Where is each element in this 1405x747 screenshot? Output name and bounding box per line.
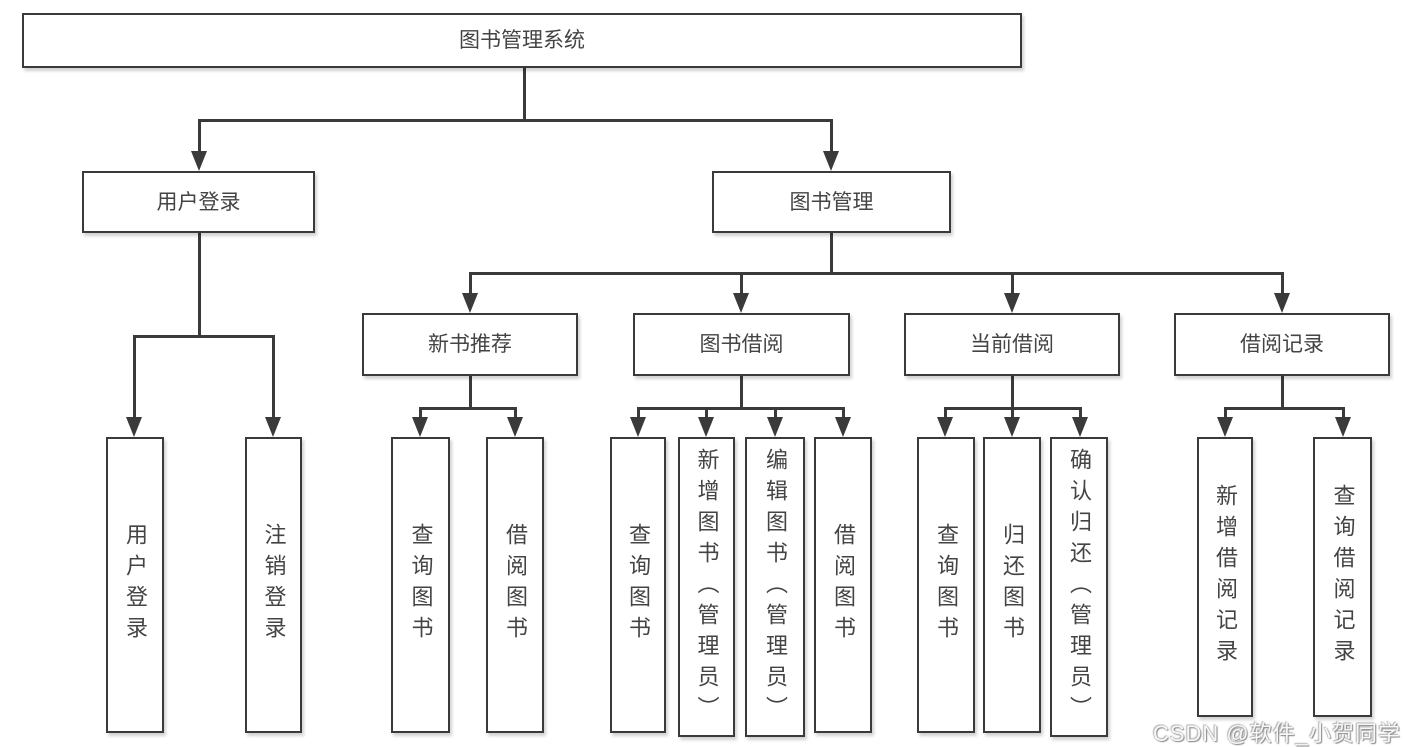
arrowhead-down-icon — [937, 417, 953, 437]
node-label: 确认归还（管理员） — [1067, 447, 1092, 727]
node-leaf-query-book-borrow: 查询图书 — [610, 437, 666, 733]
node-book-borrow: 图书借阅 — [633, 313, 850, 376]
connector-line — [468, 376, 472, 409]
node-label: 借阅图书 — [831, 523, 856, 647]
connector-line — [197, 118, 833, 122]
connector-arrow-stem — [1280, 273, 1284, 299]
node-leaf-add-book: 新增图书（管理员） — [678, 437, 735, 737]
connector-arrow-stem — [468, 273, 472, 299]
connector-arrow-stem — [704, 408, 708, 423]
arrowhead-down-icon — [630, 417, 646, 437]
node-label: 注销登录 — [261, 523, 287, 647]
node-leaf-edit-book: 编辑图书（管理员） — [745, 437, 805, 737]
connector-line — [739, 376, 743, 409]
connector-line — [197, 233, 201, 337]
arrowhead-down-icon — [1072, 417, 1088, 437]
connector-line — [418, 406, 517, 410]
node-label: 新增借阅记录 — [1213, 484, 1238, 670]
connector-arrow-stem — [829, 120, 833, 157]
node-label: 新增图书（管理员） — [694, 447, 720, 727]
node-leaf-query-borrow-record: 查询借阅记录 — [1313, 437, 1372, 717]
connector-line — [132, 334, 275, 338]
node-label: 用户登录 — [156, 190, 241, 214]
node-label: 编辑图书（管理员） — [763, 447, 788, 727]
connector-arrow-stem — [132, 336, 136, 423]
node-leaf-borrow-book-rec: 借阅图书 — [486, 437, 544, 733]
node-label: 图书管理 — [789, 190, 874, 214]
node-label: 查询图书 — [934, 523, 959, 647]
connector-arrow-stem — [513, 408, 517, 423]
connector-arrow-stem — [1223, 408, 1227, 423]
node-leaf-borrow-book: 借阅图书 — [814, 437, 872, 733]
arrowhead-down-icon — [698, 417, 714, 437]
arrowhead-down-icon — [265, 417, 281, 437]
connector-arrow-stem — [418, 408, 422, 423]
connector-arrow-stem — [1341, 408, 1345, 423]
arrowhead-down-icon — [1217, 417, 1233, 437]
arrowhead-down-icon — [1335, 417, 1351, 437]
node-leaf-confirm-return: 确认归还（管理员） — [1050, 437, 1108, 737]
node-label: 图书管理系统 — [459, 29, 585, 52]
node-leaf-query-book-current: 查询图书 — [917, 437, 975, 733]
node-borrow-records: 借阅记录 — [1174, 313, 1390, 376]
connector-line — [1010, 376, 1014, 409]
connector-arrow-stem — [943, 408, 947, 423]
arrowhead-down-icon — [507, 417, 523, 437]
connector-arrow-stem — [636, 408, 640, 423]
node-label: 用户登录 — [123, 523, 148, 647]
node-label: 查询图书 — [408, 523, 434, 647]
node-user-login: 用户登录 — [82, 171, 315, 233]
node-leaf-user-login: 用户登录 — [106, 437, 164, 733]
connector-line — [1280, 376, 1284, 409]
node-label: 图书借阅 — [699, 333, 784, 356]
arrowhead-down-icon — [1004, 417, 1020, 437]
connector-arrow-stem — [1078, 408, 1082, 423]
connector-line — [829, 233, 833, 274]
arrowhead-down-icon — [126, 417, 142, 437]
node-label: 归还图书 — [1000, 523, 1025, 647]
arrowhead-down-icon — [462, 293, 478, 313]
connector-arrow-stem — [739, 273, 743, 299]
node-book-mgmt: 图书管理 — [712, 171, 951, 233]
connector-line — [468, 271, 1284, 275]
connector-line — [636, 406, 845, 410]
node-label: 查询图书 — [626, 523, 651, 647]
arrowhead-down-icon — [733, 293, 749, 313]
connector-line — [1223, 406, 1345, 410]
arrowhead-down-icon — [835, 417, 851, 437]
connector-arrow-stem — [197, 120, 201, 157]
node-label: 借阅记录 — [1240, 333, 1324, 356]
node-leaf-query-book-rec: 查询图书 — [391, 437, 450, 733]
connector-arrow-stem — [841, 408, 845, 423]
connector-arrow-stem — [773, 408, 777, 423]
node-leaf-return-book: 归还图书 — [983, 437, 1041, 733]
arrowhead-down-icon — [1274, 293, 1290, 313]
node-leaf-add-borrow-record: 新增借阅记录 — [1197, 437, 1253, 717]
node-root: 图书管理系统 — [22, 13, 1022, 68]
arrowhead-down-icon — [191, 151, 207, 171]
arrowhead-down-icon — [412, 417, 428, 437]
node-current-borrow: 当前借阅 — [904, 313, 1120, 376]
arrowhead-down-icon — [1004, 293, 1020, 313]
node-label: 查询借阅记录 — [1330, 484, 1356, 670]
arrowhead-down-icon — [767, 417, 783, 437]
node-label: 当前借阅 — [970, 333, 1054, 356]
node-label: 新书推荐 — [428, 333, 512, 356]
connector-arrow-stem — [1010, 273, 1014, 299]
connector-arrow-stem — [1010, 408, 1014, 423]
arrowhead-down-icon — [823, 151, 839, 171]
node-label: 借阅图书 — [503, 523, 528, 647]
connector-arrow-stem — [271, 336, 275, 423]
node-leaf-logout: 注销登录 — [245, 437, 302, 733]
connector-line — [522, 68, 526, 121]
node-new-book-rec: 新书推荐 — [362, 313, 578, 376]
csdn-watermark: CSDN @软件_小贺同学 — [1152, 721, 1401, 746]
